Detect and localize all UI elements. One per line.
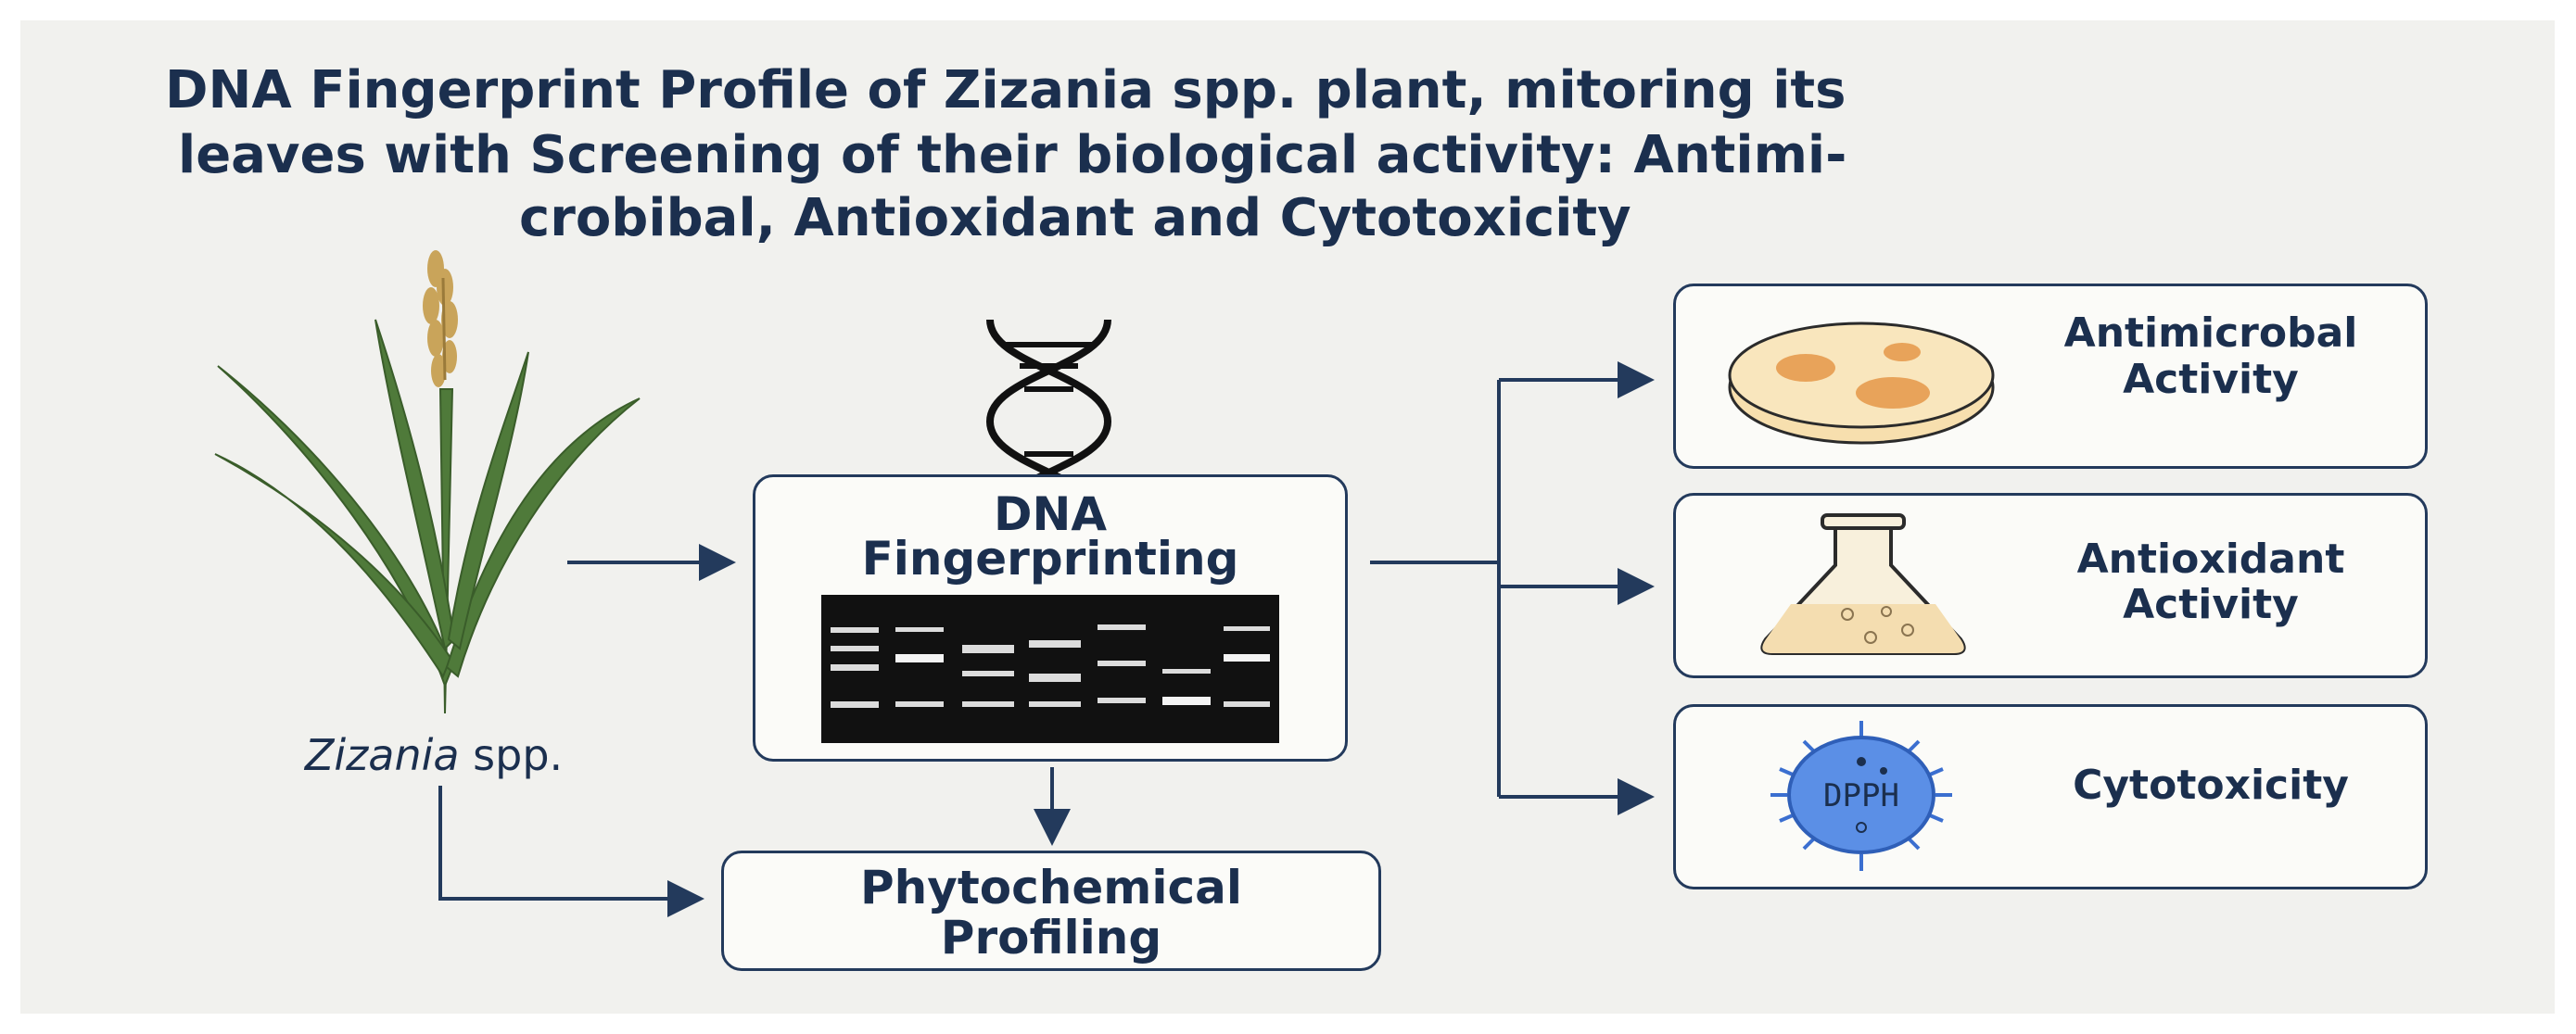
antimicrobial-label-line-2: Activity	[2123, 356, 2299, 403]
gel-bands	[831, 624, 1270, 708]
plant-leaves	[214, 319, 641, 714]
cell-dpph-text: DPPH	[1823, 777, 1899, 814]
title-line-2: leaves with Screening of their biologica…	[178, 125, 1847, 185]
antioxidant-label-line-2: Activity	[2123, 581, 2299, 628]
plant-suffix: spp.	[459, 730, 564, 780]
phyto-box-line-1: Phytochemical	[860, 861, 1242, 914]
cytotoxicity-label: Cytotoxicity	[2073, 762, 2349, 809]
plant-label: Zizania spp.	[230, 730, 638, 781]
arrow-plant-to-phyto	[438, 786, 704, 917]
dna-box-title-line-2: Fingerprinting	[861, 532, 1239, 586]
antimicrobial-label-line-1: Antimicrobal	[2063, 309, 2358, 357]
dna-box-title-line-1: DNA	[993, 487, 1108, 541]
antioxidant-label-line-1: Antioxidant	[2076, 536, 2345, 583]
title-line-3: crobibal, Antioxidant and Cytotoxicity	[519, 188, 1631, 248]
title-line-1: DNA Fingerprint Profile of Zizania spp. …	[165, 60, 1846, 120]
phyto-box-line-2: Profiling	[940, 911, 1162, 965]
phytochemical-profiling-box	[721, 851, 1381, 971]
plant-genus: Zizania	[304, 730, 460, 780]
